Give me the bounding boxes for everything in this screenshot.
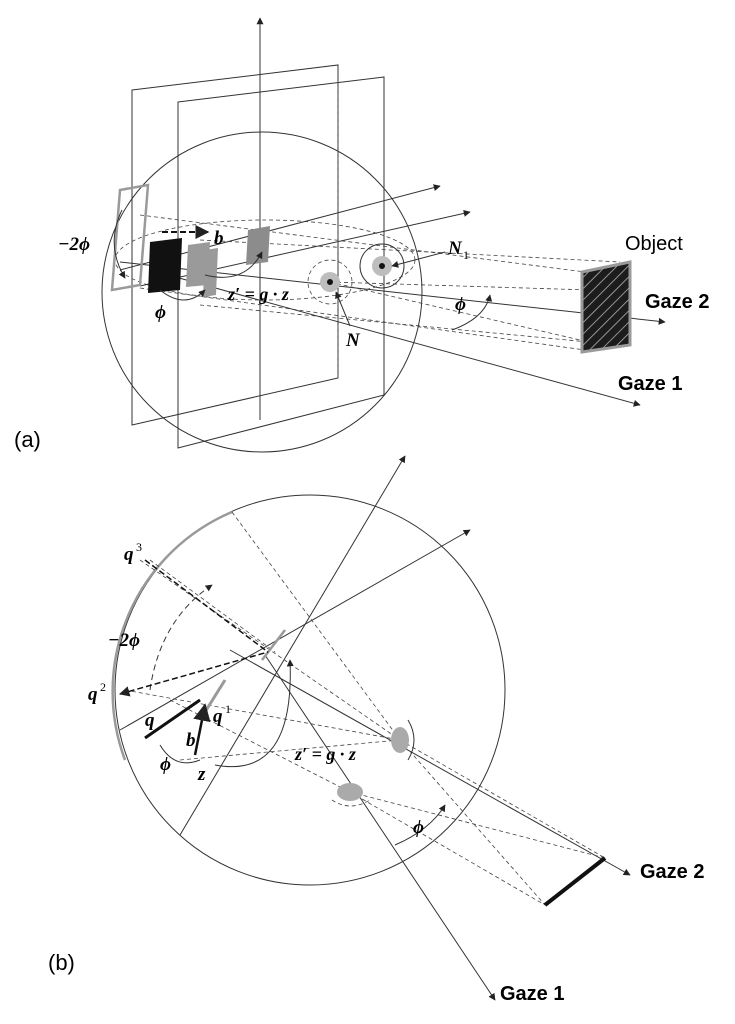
ray-b xyxy=(149,559,276,653)
axis-b-diag xyxy=(119,529,471,731)
gaze1-line-a xyxy=(149,269,641,407)
q2-label: q xyxy=(88,684,98,705)
ray-b xyxy=(231,511,401,741)
b-label-b: b xyxy=(186,730,196,751)
panel-b-tag: (b) xyxy=(48,950,75,975)
q2-dash xyxy=(118,651,269,697)
ray-a xyxy=(199,304,621,346)
z-label: z xyxy=(197,764,206,785)
neg2phi-arc-a xyxy=(113,209,126,279)
ray-a xyxy=(139,214,586,273)
zprime-eq-b: z′ = g · z xyxy=(294,744,356,764)
ray-b xyxy=(349,791,606,859)
ray-b xyxy=(139,559,401,741)
q3-dash xyxy=(144,559,269,653)
phi-arc-b-left xyxy=(159,744,201,764)
phi-arc-a-right xyxy=(451,294,493,331)
nodal-ring-n1 xyxy=(359,243,405,289)
ray-b xyxy=(349,791,546,906)
lens-b-2 xyxy=(331,799,371,807)
gaze2-line-b xyxy=(229,649,631,876)
q1-label: q xyxy=(213,706,223,727)
ray-b xyxy=(399,739,546,906)
q2-sup: 2 xyxy=(100,680,106,694)
n-pointer xyxy=(335,291,351,327)
lens-b-1 xyxy=(407,719,415,761)
eyeball-b xyxy=(114,494,506,886)
zprime-arc-b xyxy=(214,659,294,768)
b-arrow-b xyxy=(193,703,211,756)
b-label-a: b xyxy=(214,228,224,249)
q-label: q xyxy=(145,710,155,731)
panel-a-tag: (a) xyxy=(14,427,41,452)
gaze2-label-a: Gaze 2 xyxy=(645,291,709,313)
nodal-point-n xyxy=(327,279,333,285)
neg2phi-label-a: −2ϕ xyxy=(58,234,90,255)
q1-sup: 1 xyxy=(225,702,231,716)
q3-label: q xyxy=(124,544,134,565)
eyeball-a xyxy=(101,131,423,453)
gaze1-line-b xyxy=(264,654,496,1001)
gaze2-label-b: Gaze 2 xyxy=(640,861,704,883)
object-line-b xyxy=(543,856,607,907)
retina-image-black xyxy=(148,238,182,293)
phi-arc-a-left xyxy=(159,289,206,301)
ray-b xyxy=(169,699,351,793)
phi-label-b-left: ϕ xyxy=(160,754,171,775)
object-label: Object xyxy=(625,233,683,255)
q3-sup: 3 xyxy=(136,540,142,554)
neg2phi-arc-b xyxy=(149,584,213,691)
ray-b xyxy=(399,739,606,859)
ray-a xyxy=(329,281,581,341)
ray-a xyxy=(139,287,586,351)
phi-label-b-right: ϕ xyxy=(413,817,424,838)
nodal-ring-n xyxy=(307,259,353,305)
nodal-disc-b-2 xyxy=(337,783,363,801)
image-top xyxy=(261,629,286,661)
ray-a xyxy=(329,281,591,291)
phi-label-a-left: ϕ xyxy=(155,302,166,323)
retina-image-gray-2 xyxy=(203,248,218,297)
object-square xyxy=(580,260,632,354)
panel-b: (b) Gaze 2 Gaze 1 q 3 q 2 q 1 q −2ϕ b ϕ … xyxy=(48,455,704,1005)
nodal-point-n1 xyxy=(379,263,385,269)
nodal-disc-b-1 xyxy=(391,727,409,753)
retina-arc-b xyxy=(111,510,233,761)
n1-pointer xyxy=(391,251,446,268)
retina-image-gray-3 xyxy=(246,226,270,265)
phi-arc-b-right xyxy=(394,804,446,846)
b-arc-a xyxy=(204,251,263,278)
panel-a: (a) Object Gaze 2 Gaze 1 −2ϕ b ϕ ϕ z′ = … xyxy=(14,17,709,453)
zprime-eq-a: z′ = g · z xyxy=(227,284,289,304)
neg2phi-label-b: −2ϕ xyxy=(108,630,140,651)
n1-subscript: 1 xyxy=(463,248,469,262)
gaze1-label-a: Gaze 1 xyxy=(618,373,682,395)
retina-image-gray-outline xyxy=(110,183,150,292)
n1-label: N xyxy=(447,238,463,259)
ray-b xyxy=(124,689,401,741)
n-label: N xyxy=(345,330,361,351)
gaze1-label-b: Gaze 1 xyxy=(500,983,564,1005)
ray-b xyxy=(179,739,401,761)
image-q xyxy=(144,698,201,740)
phi-label-a-right: ϕ xyxy=(455,294,466,315)
ray-a xyxy=(199,239,621,263)
axis-b-vertical xyxy=(179,455,406,836)
